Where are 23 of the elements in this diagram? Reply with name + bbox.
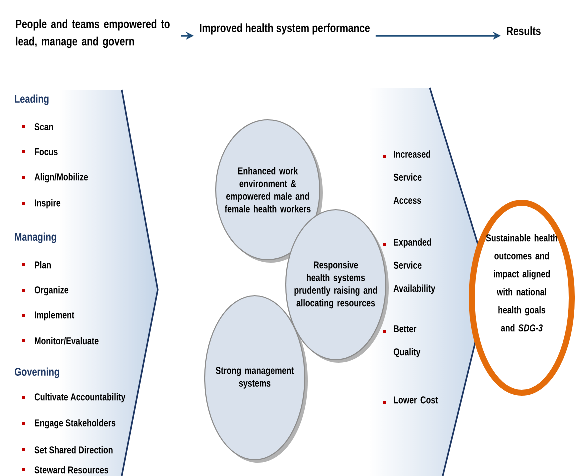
list-item: Organize [34,286,69,296]
section-heading: Governing [14,368,60,378]
list-item: Steward Resources [34,466,109,474]
list-item: Expanded Service Availability [394,238,436,294]
list-item: Scan [34,123,54,131]
list-item: Better Quality [394,326,421,358]
section-heading: Managing [15,232,56,244]
heading-text: Results [507,26,541,36]
list-item: Lower Cost [394,396,438,404]
list-item: Implement [35,311,75,321]
list-item: Focus [35,148,58,156]
list-item: Set Shared Direction [34,446,113,454]
heading-text: Improved health system performance [200,24,370,35]
heading-text: People and teams empowered to lead, manage and govern [16,20,170,48]
section-heading: Leading [15,94,49,106]
list-item: Increased Service Access [394,150,430,204]
list-item: Engage Stakeholders [35,419,116,429]
list-item: Plan [35,261,51,269]
list-item: Align/Mobilize [34,173,88,183]
list-item: Cultivate Accountability [34,393,126,403]
list-item: Inspire [35,199,61,209]
list-item: Monitor/Evaluate [35,337,99,345]
node-label: Sustainable health outcomes and impact aligned with national health goals and SDG-3 [486,234,558,332]
